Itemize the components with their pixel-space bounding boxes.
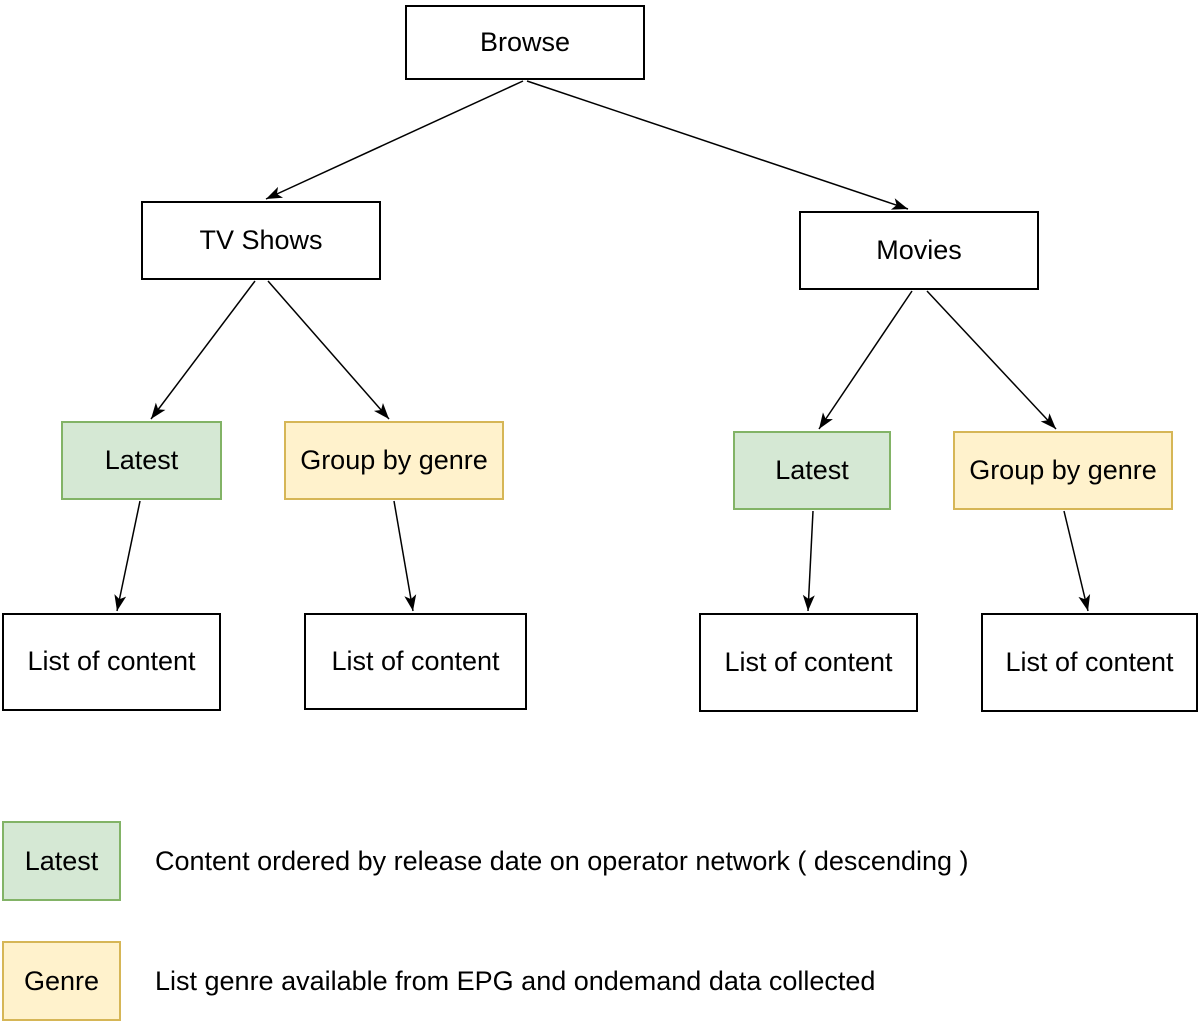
edge-movies-genre bbox=[926, 290, 1057, 430]
node-tv-latest: Latest bbox=[61, 421, 222, 500]
node-movies-latest-list-label: List of content bbox=[724, 646, 893, 677]
node-movies-latest-list-of-content: List of content bbox=[699, 613, 918, 712]
node-tv-genre-list-label: List of content bbox=[331, 645, 500, 676]
node-movies-genre-list-label: List of content bbox=[1005, 646, 1174, 677]
edge-movies-latest bbox=[818, 290, 913, 430]
legend-swatch-latest-label: Latest bbox=[24, 845, 99, 876]
legend-swatch-latest: Latest bbox=[2, 821, 121, 901]
edge-tvshows-latest bbox=[150, 280, 256, 420]
legend-genre-description: List genre available from EPG and ondema… bbox=[155, 941, 875, 1021]
node-tv-genre-list-of-content: List of content bbox=[304, 613, 527, 710]
legend-latest-description: Content ordered by release date on opera… bbox=[155, 821, 969, 901]
node-tv-shows: TV Shows bbox=[141, 201, 381, 280]
edge-tvlatest-list bbox=[114, 500, 141, 612]
node-movies-latest: Latest bbox=[733, 431, 891, 510]
edge-tvshows-genre bbox=[267, 280, 390, 420]
node-movies-genre-list-of-content: List of content bbox=[981, 613, 1198, 712]
edge-mvlatest-list bbox=[802, 510, 815, 612]
node-browse: Browse bbox=[405, 5, 645, 80]
edge-browse-tvshows bbox=[265, 80, 524, 200]
edge-mvgenre-list bbox=[1063, 510, 1091, 612]
node-movies-group-by-genre-label: Group by genre bbox=[969, 454, 1157, 485]
edge-browse-movies bbox=[526, 80, 909, 210]
node-tv-latest-label: Latest bbox=[104, 444, 179, 475]
node-movies-latest-label: Latest bbox=[775, 454, 849, 485]
node-tv-latest-list-label: List of content bbox=[27, 646, 196, 677]
legend-genre-description-text: List genre available from EPG and ondema… bbox=[155, 965, 876, 996]
node-tv-latest-list-of-content: List of content bbox=[2, 613, 221, 711]
node-movies: Movies bbox=[799, 211, 1039, 290]
node-tv-shows-label: TV Shows bbox=[199, 224, 323, 255]
legend-swatch-genre-label: Genre bbox=[23, 965, 100, 996]
node-tv-group-by-genre-label: Group by genre bbox=[300, 444, 488, 475]
edge-tvgenre-list bbox=[393, 500, 417, 612]
legend-swatch-genre: Genre bbox=[2, 941, 121, 1021]
node-movies-label: Movies bbox=[876, 234, 962, 265]
node-movies-group-by-genre: Group by genre bbox=[953, 431, 1173, 510]
node-browse-label: Browse bbox=[479, 26, 571, 57]
node-tv-group-by-genre: Group by genre bbox=[284, 421, 504, 500]
legend-latest-description-text: Content ordered by release date on opera… bbox=[155, 845, 969, 876]
